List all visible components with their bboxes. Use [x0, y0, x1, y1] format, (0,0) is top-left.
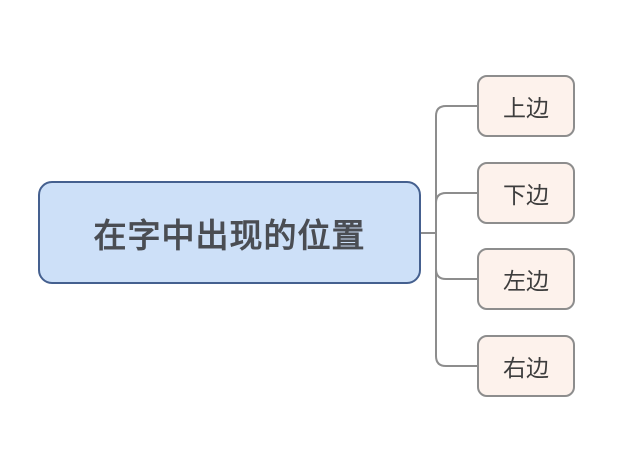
connector-branch-left	[435, 233, 478, 280]
connector-branch-top	[435, 105, 478, 233]
child-node-label: 右边	[503, 355, 549, 381]
connector-branch-bottom	[435, 192, 478, 233]
child-node-label: 下边	[503, 182, 549, 208]
child-node-label: 上边	[503, 95, 549, 121]
mindmap-child-node-left[interactable]: 左边	[477, 248, 575, 310]
child-node-label: 左边	[503, 268, 549, 294]
root-node-label: 在字中出现的位置	[93, 216, 366, 254]
mindmap-root-node[interactable]: 在字中出现的位置	[38, 181, 421, 284]
mindmap-child-node-bottom[interactable]: 下边	[477, 162, 575, 224]
connector-branch-right	[435, 233, 478, 367]
mindmap-child-node-right[interactable]: 右边	[477, 335, 575, 397]
mindmap-child-node-top[interactable]: 上边	[477, 75, 575, 137]
